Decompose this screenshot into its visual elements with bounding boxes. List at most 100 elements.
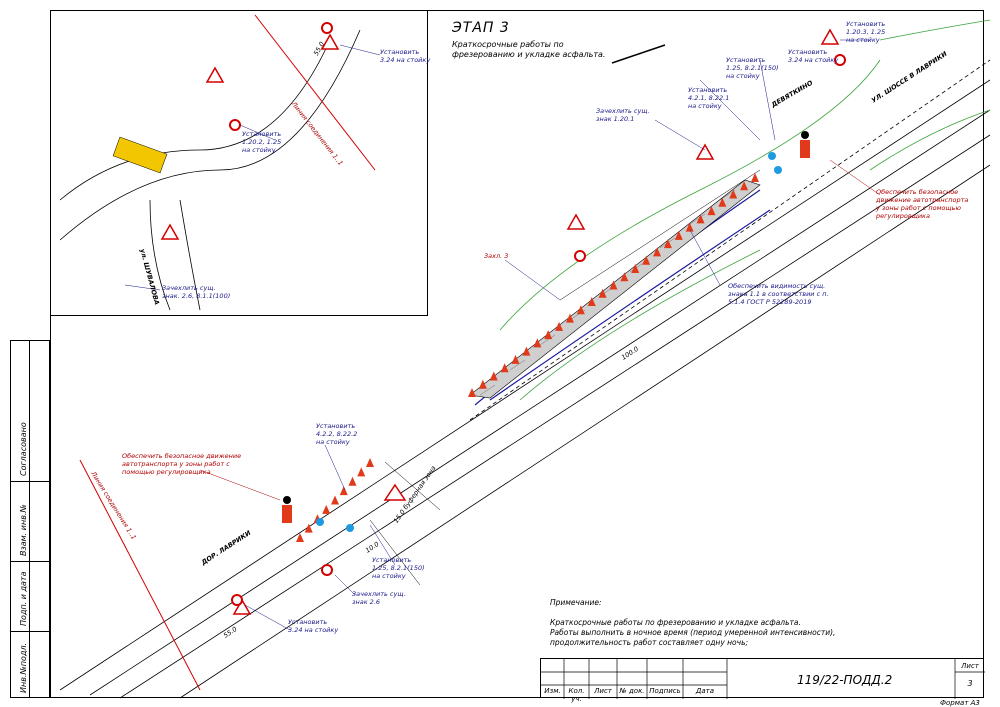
boundary-line-inset bbox=[254, 14, 376, 171]
notes-line-2: Работы выполнить в ночное время (период … bbox=[550, 628, 836, 637]
install-1203-3: на стойку bbox=[846, 36, 880, 44]
dimension-lines bbox=[369, 169, 761, 586]
traffic-cone bbox=[322, 504, 331, 514]
inset-cover-2: знак. 2.6, 8.1.1(100) bbox=[162, 292, 231, 300]
reg-top-4: регулировщика bbox=[876, 212, 930, 220]
cover-26-2: знак 2.6 bbox=[352, 598, 381, 606]
install-324-top-2: 3.24 на стойку bbox=[788, 56, 839, 64]
tb-header-3: № док. bbox=[619, 687, 645, 695]
traffic-cone bbox=[696, 214, 705, 224]
traffic-cone bbox=[331, 495, 339, 505]
traffic-cone bbox=[631, 263, 640, 273]
traffic-cone bbox=[357, 467, 366, 477]
install-125-bottom-2: 1.25, 8.2.1(150) bbox=[372, 564, 425, 572]
visibility-3: 5.1.4 ГОСТ Р 52289-2019 bbox=[728, 298, 812, 306]
traffic-cone bbox=[500, 363, 509, 373]
warning-signs bbox=[160, 28, 840, 615]
reg-top-3: у зоны работ с помощью bbox=[876, 204, 961, 212]
traffic-cone bbox=[478, 379, 487, 389]
install-421-3: на стойку bbox=[688, 102, 722, 110]
tb-header-5: Дата bbox=[695, 687, 715, 695]
traffic-cone bbox=[489, 371, 498, 381]
leader-lines bbox=[124, 39, 870, 631]
install-422-2: 4.2.2, 8.22.2 bbox=[316, 430, 358, 438]
traffic-cone bbox=[663, 239, 672, 249]
traffic-cone bbox=[348, 476, 357, 486]
notes-line-3: продолжительность работ составляет одну … bbox=[550, 638, 749, 647]
boundary-line-left bbox=[79, 459, 201, 691]
install-324-bottom-1: Установить bbox=[288, 618, 328, 626]
stage-title: ЭТАП 3 bbox=[452, 20, 510, 36]
crosswalk bbox=[112, 136, 168, 174]
traffic-cone bbox=[620, 272, 629, 282]
stamp-sign-date: Подп. и дата bbox=[19, 571, 28, 627]
notes-heading: Примечание: bbox=[550, 598, 602, 607]
inset-install-324-2: 3.24 на стойку bbox=[380, 56, 431, 64]
cover-1201-1: Зачехлить сущ. bbox=[596, 107, 650, 115]
stage-subtitle-1: Краткосрочные работы по bbox=[452, 40, 564, 49]
reg-left-2: автотранспорта у зоны работ с bbox=[122, 460, 230, 468]
traffic-cone bbox=[751, 173, 759, 182]
install-125-bottom-1: Установить bbox=[372, 556, 412, 564]
inset-cover-1: Зачехлить сущ. bbox=[162, 284, 216, 292]
tb-header-0: Изм. bbox=[544, 687, 561, 695]
traffic-cone bbox=[555, 321, 564, 331]
traffic-cone bbox=[576, 305, 585, 315]
install-125-top-2: 1.25, 8.2.1(150) bbox=[726, 64, 779, 72]
tb-header-1: Кол. уч. bbox=[568, 687, 585, 703]
traffic-cone bbox=[511, 354, 520, 364]
install-421-1: Установить bbox=[688, 86, 728, 94]
format-label: Формат А3 bbox=[940, 699, 980, 707]
install-125-top-3: на стойку bbox=[726, 72, 760, 80]
drawing-frame bbox=[50, 10, 984, 698]
install-125-top-1: Установить bbox=[726, 56, 766, 64]
inset-install-1202-3: на стойку bbox=[242, 146, 276, 154]
traffic-cone bbox=[339, 486, 348, 496]
traffic-controllers bbox=[282, 131, 810, 523]
red-leaders bbox=[199, 159, 881, 501]
traffic-cone bbox=[304, 523, 313, 533]
reg-left-3: помощью регулировщика bbox=[122, 468, 211, 476]
traffic-cone bbox=[565, 313, 574, 323]
stamp-agreed: Согласовано bbox=[19, 422, 28, 476]
traffic-cone bbox=[729, 189, 738, 199]
install-422-1: Установить bbox=[316, 422, 356, 430]
blue-markers bbox=[316, 152, 782, 532]
tb-header-4: Подпись bbox=[649, 687, 681, 695]
round-signs bbox=[229, 22, 846, 606]
traffic-cone bbox=[653, 247, 662, 257]
reg-top-1: Обеспечить безопасное bbox=[876, 188, 959, 196]
traffic-cone bbox=[707, 206, 716, 216]
traffic-cone bbox=[587, 297, 596, 307]
traffic-cone bbox=[533, 338, 542, 348]
sheet-label: Лист bbox=[961, 662, 979, 670]
install-324-bottom-2: 3.24 на стойку bbox=[288, 626, 339, 634]
cover-26-1: Зачехлить сущ. bbox=[352, 590, 406, 598]
green-contours bbox=[499, 19, 991, 401]
traffic-cone bbox=[718, 197, 727, 207]
inset-install-324-1: Установить bbox=[380, 48, 420, 56]
install-1203-1: Установить bbox=[846, 20, 886, 28]
title-block: Изм. Кол. уч. Лист № док. Подпись Дата 1… bbox=[540, 658, 985, 703]
inset-panel bbox=[50, 10, 428, 316]
install-1203-2: 1.20.3, 1.25 bbox=[846, 28, 886, 36]
install-421-2: 4.2.1, 8.22.1 bbox=[688, 94, 730, 102]
tb-header-2: Лист bbox=[594, 687, 612, 695]
zone-label: Захл. 3 bbox=[484, 252, 509, 260]
notes-line-1: Краткосрочные работы по фрезерованию и у… bbox=[550, 618, 801, 627]
visibility-2: знака 1.1 в соответствии с п. bbox=[728, 290, 829, 298]
inset-install-1202-2: 1.20.2, 1.25 bbox=[242, 138, 282, 146]
traffic-cone bbox=[544, 330, 553, 340]
side-stamp: Согласовано Взам. инв.№ Подп. и дата Инв… bbox=[10, 340, 51, 698]
traffic-cone bbox=[674, 230, 683, 240]
install-125-bottom-3: на стойку bbox=[372, 572, 406, 580]
traffic-cone bbox=[366, 458, 374, 467]
traffic-cone bbox=[296, 533, 304, 542]
traffic-cone bbox=[468, 388, 476, 397]
cover-1201-2: знак 1.20.1 bbox=[596, 115, 635, 123]
inset-install-1202-1: Установить bbox=[242, 130, 282, 138]
visibility-1: Обеспечить видимость сущ. bbox=[728, 282, 826, 290]
install-324-top-1: Установить bbox=[788, 48, 828, 56]
doc-number: 119/22-ПОДД.2 bbox=[797, 673, 893, 687]
